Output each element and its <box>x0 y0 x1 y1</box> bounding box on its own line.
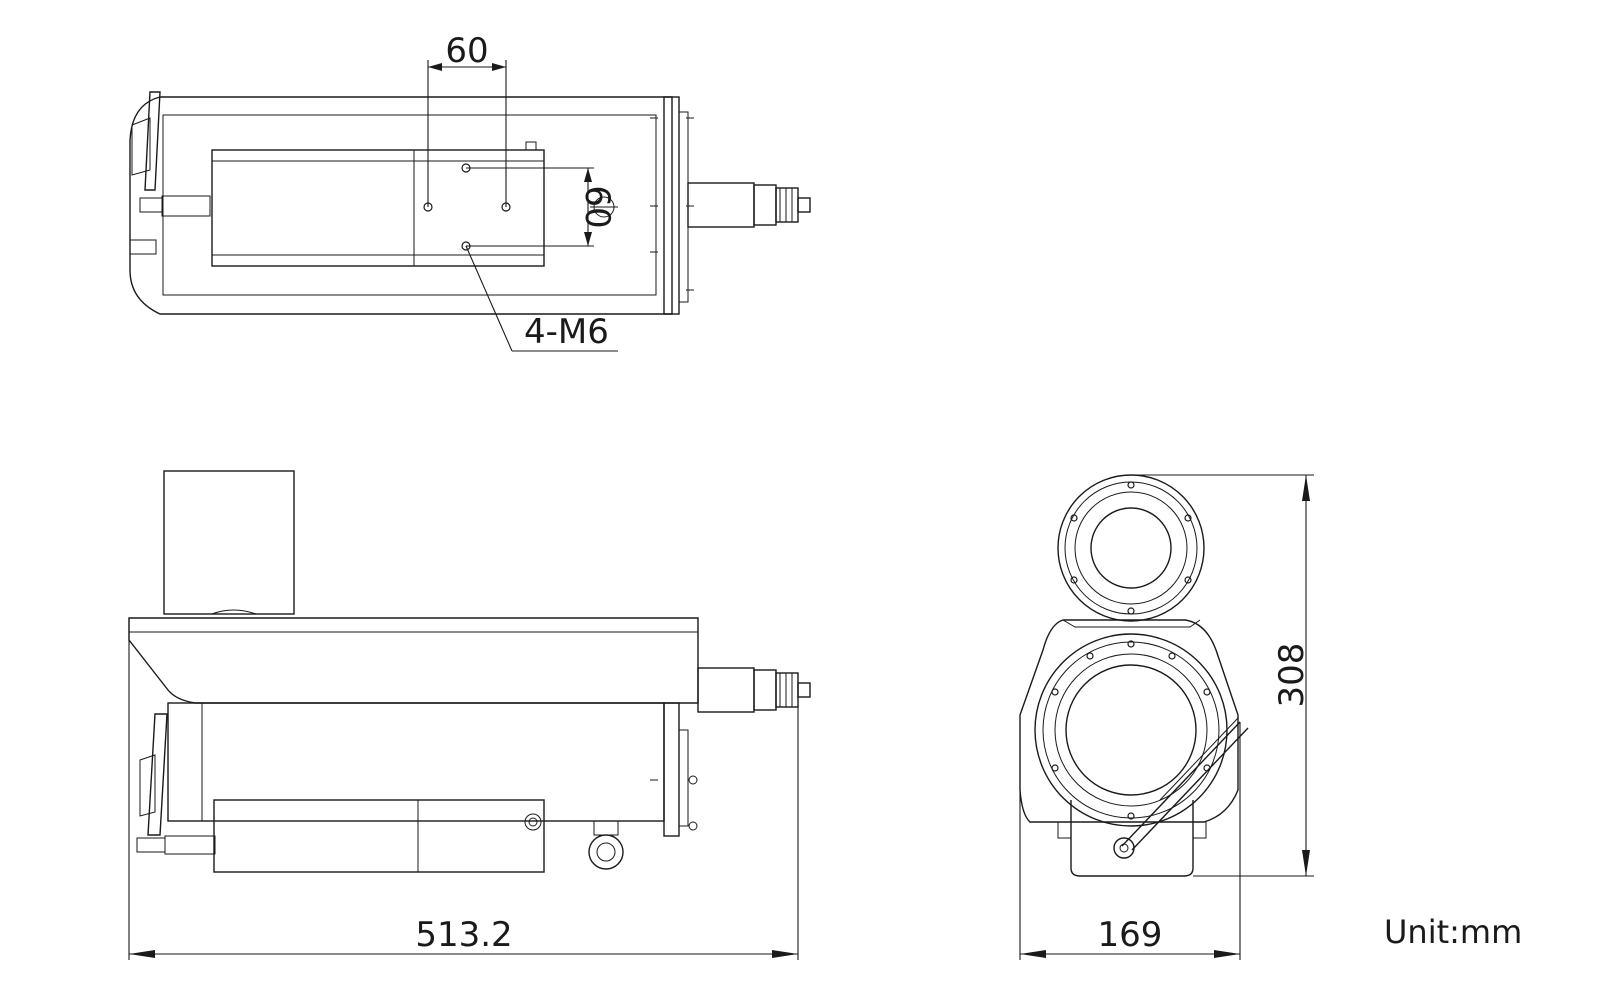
overall-length-label: 513.2 <box>415 915 512 955</box>
top-view: 60 60 4-M6 <box>129 31 811 352</box>
overall-width-label: 169 <box>1098 915 1163 955</box>
overall-height-label: 308 <box>1272 643 1312 708</box>
top-horizontal-spacing-label: 60 <box>445 31 488 71</box>
mount-holes-label: 4-M6 <box>524 312 609 352</box>
unit-label: Unit:mm <box>1384 913 1522 951</box>
top-vertical-spacing-label: 60 <box>577 185 617 228</box>
front-view: 308 169 <box>1019 474 1314 960</box>
side-view: 513.2 <box>128 470 811 960</box>
